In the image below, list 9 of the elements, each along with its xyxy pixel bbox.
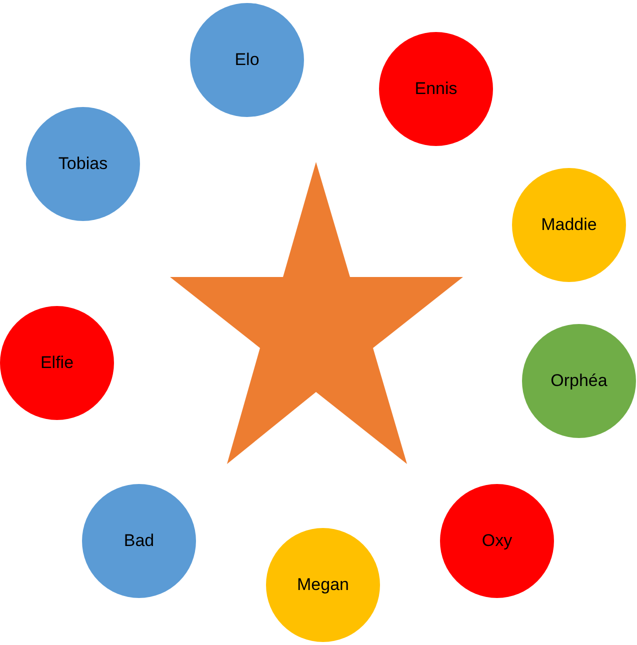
- name-label: Bad: [124, 531, 154, 551]
- name-label: Orphéa: [550, 371, 608, 391]
- name-label: Elo: [234, 50, 260, 70]
- name-label: Tobias: [58, 154, 108, 174]
- name-label: Maddie: [541, 215, 597, 235]
- name-label: Elfie: [40, 353, 74, 373]
- name-label: Oxy: [482, 531, 512, 551]
- name-label: Ennis: [414, 79, 458, 99]
- name-label: Megan: [297, 575, 349, 595]
